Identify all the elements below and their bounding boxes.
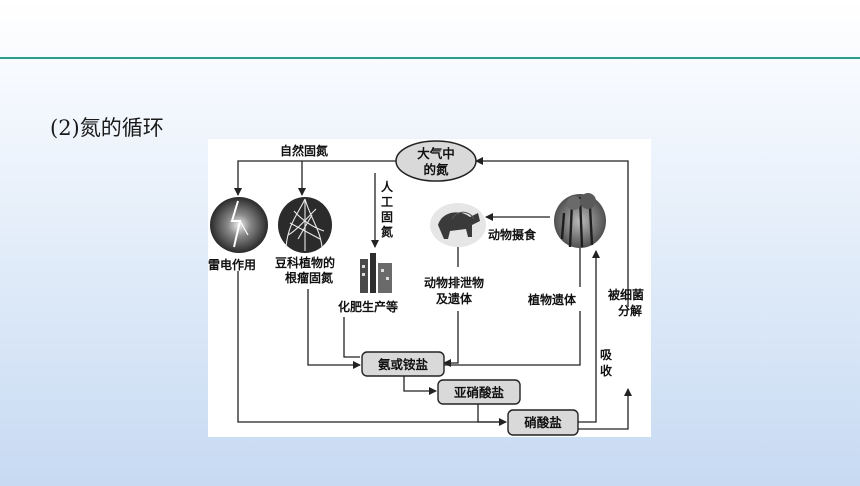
plant-remains-label: 植物遗体	[527, 292, 577, 307]
artificial-fixation-char-2: 工	[381, 195, 393, 209]
nitrate-box	[507, 409, 579, 436]
artificial-fixation-char-1: 人	[381, 179, 394, 194]
lightning-image	[210, 197, 268, 253]
fertilizer-to-ammonia	[343, 317, 360, 358]
nitrite-box	[437, 379, 521, 405]
ammonia-label: 氨或铵盐	[378, 357, 429, 372]
section-title: (2)氮的循环	[50, 116, 164, 140]
nitrogen-cycle-diagram: 大气中 的氮	[208, 139, 651, 437]
forest-image	[554, 193, 606, 248]
fertilizer-label: 化肥生产等	[338, 299, 398, 314]
natural-fixation-line	[234, 160, 396, 196]
absorption-line	[578, 250, 600, 423]
ammonia-to-nitrite	[403, 376, 437, 395]
lightning-label: 雷电作用	[208, 257, 256, 272]
legume-to-ammonia	[307, 289, 361, 369]
legume-label-1: 豆科植物的	[275, 255, 335, 270]
fertilizer-factory-image	[358, 251, 394, 295]
absorption-char-2: 收	[600, 363, 612, 378]
natural-fixation-label: 自然固氮	[280, 143, 328, 158]
lightning-to-nitrate	[237, 271, 506, 423]
artificial-fixation-char-3: 固	[381, 210, 393, 224]
bacteria-label-1: 被细菌	[608, 287, 644, 302]
nitrite-to-nitrate	[477, 404, 507, 426]
header-divider	[0, 57, 860, 59]
plant-remains-to-ammonia	[444, 311, 581, 366]
decomposition-line	[475, 157, 629, 307]
animals-image	[430, 203, 486, 247]
atmosphere-label-2: 的氮	[423, 162, 449, 177]
diagram-canvas: 大气中 的氮	[208, 140, 644, 436]
ammonia-box	[361, 351, 445, 377]
absorption-char-1: 吸	[600, 348, 613, 362]
animal-feeding-label: 动物摄食	[488, 227, 537, 242]
artificial-fixation-char-4: 氮	[381, 224, 393, 239]
bacteria-label-2: 分解	[618, 303, 642, 318]
nitrite-label: 亚硝酸盐	[454, 385, 505, 400]
legume-label-2: 根瘤固氮	[285, 270, 333, 285]
atmosphere-label-1: 大气中	[417, 146, 455, 161]
animal-excreta-to-ammonia	[443, 311, 459, 367]
legume-root-image	[278, 197, 332, 253]
animal-excreta-label-1: 动物排泄物	[424, 275, 484, 290]
nitrate-label: 硝酸盐	[524, 415, 562, 430]
atmosphere-node	[395, 140, 477, 182]
nitrate-to-bacteria-line	[578, 388, 632, 430]
animal-excreta-label-2: 及遗体	[436, 291, 473, 306]
